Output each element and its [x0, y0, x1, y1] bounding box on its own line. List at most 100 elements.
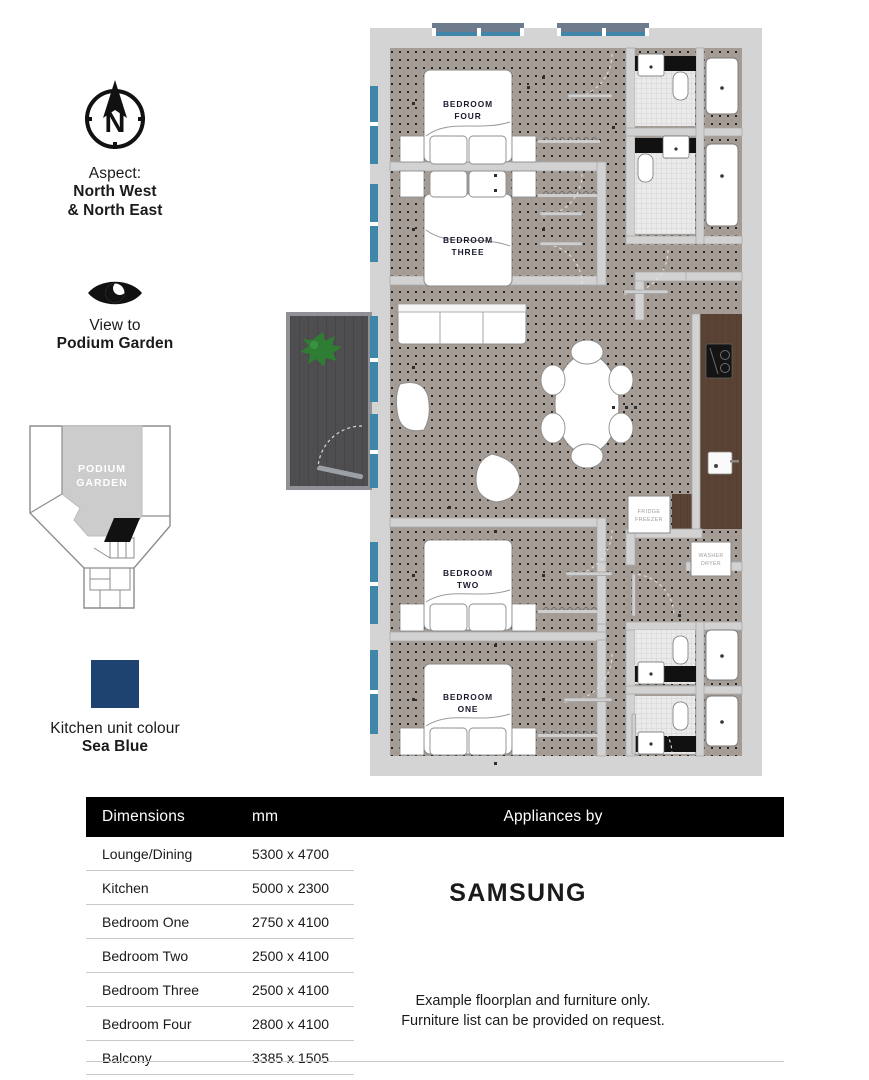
- dimensions-table: Dimensions mm Appliances by Lounge/Dinin…: [86, 797, 784, 1075]
- table-row: Bedroom Two 2500 x 4100: [86, 939, 354, 973]
- room-label-line2: ONE: [458, 704, 479, 714]
- table-header-row: Dimensions mm Appliances by: [86, 797, 784, 837]
- bathroom-one: [635, 53, 739, 115]
- view-label: View to: [89, 317, 141, 334]
- room-label-line2: THREE: [452, 247, 485, 257]
- eye-icon: [88, 281, 142, 305]
- fridge-label-line1: FRIDGE: [638, 509, 661, 515]
- room-label-line1: BEDROOM: [443, 235, 493, 245]
- bathroom-four: [635, 695, 739, 755]
- fridge-label-line2: FREEZER: [635, 517, 663, 523]
- bedside-table: [511, 170, 537, 198]
- toilet-icon: [672, 71, 689, 101]
- bathroom-three: [635, 629, 739, 685]
- bathtub-icon: [705, 143, 739, 227]
- balcony-plant-icon: [300, 332, 342, 367]
- dining-chair-icon: [570, 443, 604, 469]
- compass-letter: N: [105, 107, 126, 139]
- room-label-line2: FOUR: [454, 111, 481, 121]
- header-appliances: Appliances by: [503, 808, 603, 825]
- basin-icon: [662, 135, 690, 159]
- dining-chair-icon: [608, 364, 634, 396]
- sofa-icon: [397, 303, 527, 345]
- glazing: [370, 23, 649, 734]
- washer-dryer-icon: WASHER DRYER: [690, 541, 732, 577]
- table-row: Lounge/Dining 5300 x 4700: [86, 837, 354, 871]
- dining-chair-icon: [570, 339, 604, 365]
- washer-label-line1: WASHER: [699, 553, 724, 559]
- bedside-table: [511, 727, 537, 756]
- podium-map-label-line1: PODIUM: [78, 463, 126, 475]
- kitchen: FRIDGE FREEZER WASHER DRYER: [627, 343, 739, 577]
- header-units: mm: [252, 808, 279, 825]
- dining-chair-icon: [540, 412, 566, 444]
- row-room-name: Bedroom Two: [102, 947, 189, 964]
- aspect-value-line1: North West: [73, 183, 157, 201]
- bathroom-two: [635, 135, 739, 227]
- compass-north-icon: N: [85, 80, 145, 149]
- aspect-label: Aspect:: [88, 165, 142, 182]
- row-room-name: Lounge/Dining: [102, 845, 193, 862]
- bedside-table: [511, 603, 537, 632]
- podium-map-label-line2: GARDEN: [76, 477, 128, 489]
- basin-icon: [637, 53, 665, 77]
- room-label-line2: TWO: [457, 580, 479, 590]
- table-bottom-rule: [86, 1061, 784, 1062]
- row-room-size: 5300 x 4700: [252, 845, 330, 862]
- row-room-name: Bedroom Three: [102, 981, 200, 998]
- row-room-name: Balcony: [102, 1049, 152, 1066]
- bed-bedroom-one: BEDROOM ONE: [399, 663, 537, 756]
- table-row: Bedroom Four 2800 x 4100: [86, 1007, 354, 1041]
- lounge-furniture: [395, 303, 634, 503]
- eye-icon-wrap: [0, 278, 230, 308]
- bedside-table: [399, 727, 425, 756]
- row-room-size: 2750 x 4100: [252, 913, 330, 930]
- wardrobes: [538, 137, 600, 738]
- dining-chair-icon: [608, 412, 634, 444]
- toilet-icon: [672, 635, 689, 665]
- toilet-icon: [637, 153, 654, 183]
- samsung-brand-logo: SAMSUNG: [449, 879, 587, 907]
- row-room-size: 5000 x 2300: [252, 879, 330, 896]
- door-leaves: [539, 93, 669, 755]
- key-panel: N Aspect: North West & North East View t…: [0, 0, 230, 790]
- armchair-icon: [395, 382, 430, 432]
- row-room-name: Bedroom One: [102, 913, 190, 930]
- table-row: Kitchen 5000 x 2300: [86, 871, 354, 905]
- dining-table-icon: [540, 339, 634, 469]
- podium-garden-mini-map: PODIUM GARDEN: [22, 408, 212, 613]
- toilet-icon: [672, 701, 689, 731]
- balcony: [286, 312, 372, 490]
- room-label-line1: BEDROOM: [443, 568, 493, 578]
- dimensions-column: Lounge/Dining 5300 x 4700 Kitchen 5000 x…: [86, 837, 354, 1075]
- bedside-table: [399, 603, 425, 632]
- row-room-name: Bedroom Four: [102, 1015, 192, 1032]
- view-key: View to Podium Garden: [0, 278, 230, 354]
- table-row: Bedroom Three 2500 x 4100: [86, 973, 354, 1007]
- bed-bedroom-two: BEDROOM TWO: [399, 539, 537, 632]
- bedside-table: [399, 135, 425, 163]
- floorplan-drawing: BEDROOM FOUR BEDROOM THREE BEDROOM TWO B…: [282, 14, 772, 789]
- compass-north-icon-wrap: N: [0, 78, 230, 156]
- armchair-icon: [475, 453, 521, 503]
- disclaimer-line1: Example floorplan and furniture only.: [415, 993, 651, 1009]
- bathtub-icon: [705, 57, 739, 115]
- aspect-value-line2: & North East: [67, 201, 163, 219]
- appliances-column: SAMSUNG Example floorplan and furniture …: [354, 837, 784, 1075]
- bedside-table: [511, 135, 537, 163]
- row-room-size: 2500 x 4100: [252, 981, 330, 998]
- kitchen-colour-value: Sea Blue: [81, 738, 149, 756]
- view-value: Podium Garden: [56, 335, 174, 353]
- kitchen-colour-key: Kitchen unit colour Sea Blue: [0, 660, 230, 757]
- podium-garden-area: [61, 425, 143, 537]
- table-row: Balcony 3385 x 1505: [86, 1041, 354, 1075]
- table-row: Bedroom One 2750 x 4100: [86, 905, 354, 939]
- bedside-table: [399, 170, 425, 198]
- fridge-freezer-icon: FRIDGE FREEZER: [627, 495, 671, 534]
- disclaimer-text: Example floorplan and furniture only. Fu…: [354, 992, 712, 1031]
- bed-bedroom-four: BEDROOM FOUR: [399, 69, 537, 165]
- row-room-size: 2500 x 4100: [252, 947, 330, 964]
- row-room-size: 3385 x 1505: [252, 1049, 330, 1066]
- electrical-points: [412, 76, 681, 765]
- kitchen-colour-swatch: [91, 660, 139, 708]
